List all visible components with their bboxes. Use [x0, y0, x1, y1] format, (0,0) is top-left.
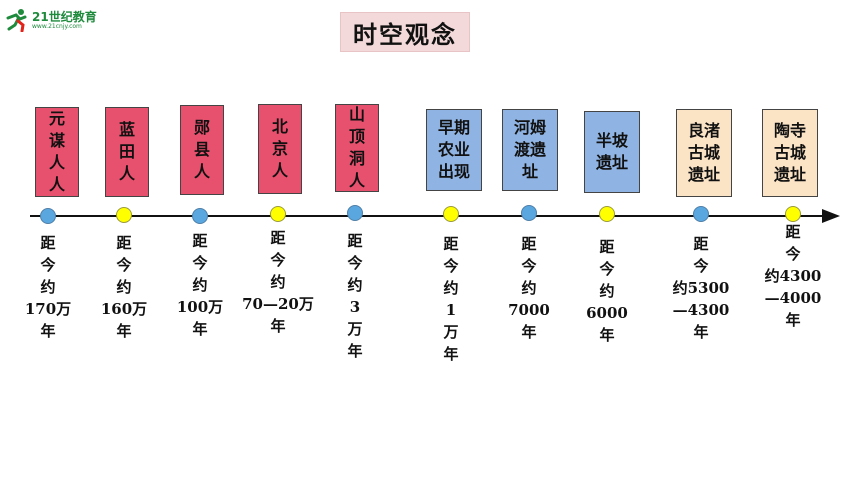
timeline-dot [192, 208, 208, 224]
time-label: 距 今 约4300 —4000 年 [764, 223, 822, 329]
runner-logo-icon [6, 9, 27, 32]
time-label: 距 今 约 1 万 年 [443, 235, 459, 363]
time-label: 距 今 约 3 万 年 [347, 232, 363, 360]
logo-site: www.21cnjy.com [32, 23, 82, 30]
timeline-dot [599, 206, 615, 222]
timeline-dot [116, 207, 132, 223]
time-label: 距 今 约 100万 年 [176, 232, 224, 338]
time-label: 距 今 约 160万 年 [100, 234, 148, 340]
event-box: 元 谋 人 人 [35, 107, 79, 197]
time-label: 距 今 约 170万 年 [24, 234, 72, 340]
timeline-axis [30, 215, 826, 217]
event-box: 北 京 人 [258, 104, 302, 194]
timeline-dot [693, 206, 709, 222]
event-box: 蓝 田 人 [105, 107, 149, 197]
logo: 21世纪教育 www.21cnjy.com [4, 6, 104, 34]
logo-brand: 21世纪教育 [32, 10, 97, 24]
timeline-dot [40, 208, 56, 224]
timeline-dot [347, 205, 363, 221]
timeline-arrow-icon [822, 209, 840, 223]
time-label: 距 今 约 6000 年 [586, 238, 628, 344]
timeline-dot [443, 206, 459, 222]
timeline-dot [270, 206, 286, 222]
event-box: 山 顶 洞 人 [335, 104, 379, 192]
time-label: 距 今 约 7000 年 [508, 235, 550, 341]
page-title: 时空观念 [340, 12, 470, 52]
event-box: 良渚 古城 遗址 [676, 109, 732, 197]
event-box: 河姆 渡遗 址 [502, 109, 558, 191]
time-label: 距 今 约5300 —4300 年 [672, 235, 730, 341]
event-box: 陶寺 古城 遗址 [762, 109, 818, 197]
timeline-dot [521, 205, 537, 221]
timeline-dot [785, 206, 801, 222]
event-box: 半坡 遗址 [584, 111, 640, 193]
time-label: 距 今 约 70—20万 年 [242, 229, 314, 335]
event-box: 郧 县 人 [180, 105, 224, 195]
event-box: 早期 农业 出现 [426, 109, 482, 191]
